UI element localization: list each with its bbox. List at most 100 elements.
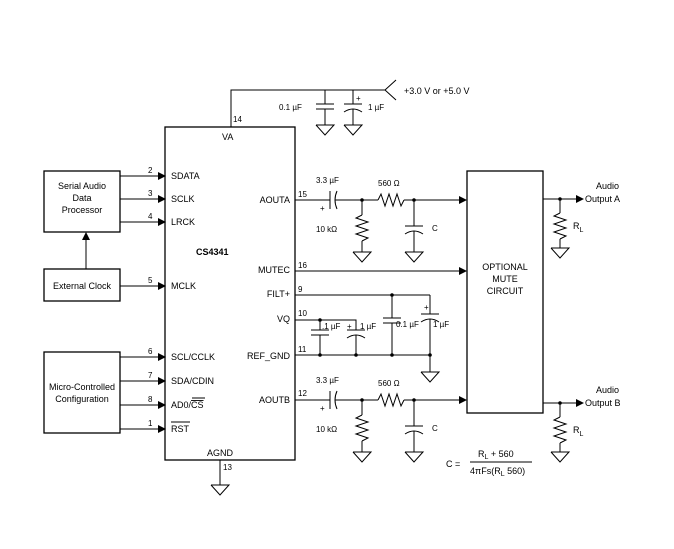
pin-num-3: 3 — [148, 189, 153, 198]
pin-num-15: 15 — [298, 190, 307, 199]
pin-ref-gnd-label: REF_GND — [247, 351, 291, 361]
output-a-line1: Audio — [596, 181, 619, 191]
pin-num-13: 13 — [223, 463, 232, 472]
bias-b-label: 10 kΩ — [316, 425, 337, 434]
pin-aoutb-label: AOUTB — [259, 395, 290, 405]
pin-scl-cclk-label: SCL/CCLK — [171, 352, 215, 362]
formula-denominator: 4πFs(RL 560) — [470, 466, 525, 478]
pin-num-5: 5 — [148, 276, 153, 285]
pin-rst-label: RST — [171, 424, 190, 434]
rl-b-label: RL — [573, 425, 584, 438]
res-b-label: 560 Ω — [378, 379, 400, 388]
cap-b-plus: + — [320, 404, 325, 413]
external-clock-label: External Clock — [53, 281, 112, 291]
resistor-b-10k — [354, 414, 370, 442]
output-b-line2: Output B — [585, 398, 621, 408]
cap-c-b-label: C — [432, 424, 438, 433]
vq-cap2-plus: + — [347, 322, 352, 331]
bias-a-label: 10 kΩ — [316, 225, 337, 234]
wire-vq — [295, 319, 321, 330]
cs4341-chip-outline — [164, 126, 296, 461]
pin-num-2: 2 — [148, 166, 153, 175]
pin-ad0-label: AD0/CS — [171, 400, 204, 410]
filt-cap1-label: 0.1 µF — [396, 320, 419, 329]
cap-a-plus: + — [320, 204, 325, 213]
pin-filt-label: FILT+ — [267, 289, 290, 299]
ground-icon — [315, 124, 336, 136]
pin-num-8: 8 — [148, 395, 153, 404]
vq-cap1-label: .1 µF — [322, 322, 341, 331]
pin-va-label: VA — [222, 132, 233, 142]
pin-num-10: 10 — [298, 309, 307, 318]
pin-lrck-label: LRCK — [171, 217, 195, 227]
node-ref3 — [390, 353, 394, 357]
node-ref1 — [318, 353, 322, 357]
node-ref2 — [354, 353, 358, 357]
pin-aouta-label: AOUTA — [260, 195, 290, 205]
wire-va-supply — [230, 89, 385, 127]
resistor-b-560 — [377, 392, 405, 408]
output-a-line2: Output A — [585, 194, 620, 204]
pin-sda-cdin-label: SDA/CDIN — [171, 376, 214, 386]
serial-audio-line1: Serial Audio — [58, 181, 106, 191]
mute-line1: OPTIONAL — [482, 262, 528, 272]
wire-vq2 — [320, 319, 357, 330]
ground-icon — [352, 251, 373, 263]
node-ref4 — [428, 353, 432, 357]
pin-mutec-label: MUTEC — [258, 265, 290, 275]
pin-num-16: 16 — [298, 261, 307, 270]
filt-cap2-label: 1 µF — [433, 320, 449, 329]
micro-config-line2: Configuration — [55, 394, 109, 404]
mute-circuit-block — [466, 170, 544, 414]
pin-sdata-label: SDATA — [171, 171, 200, 181]
supply-arrow-icon — [384, 79, 397, 101]
pin-num-7: 7 — [148, 371, 153, 380]
pin-num-9: 9 — [298, 285, 303, 294]
pin-vq-label: VQ — [277, 314, 290, 324]
cap-b-label: 3.3 µF — [316, 376, 339, 385]
ground-icon — [343, 124, 364, 136]
ground-icon — [210, 484, 231, 496]
formula-numerator: RL + 560 — [478, 449, 514, 461]
pin-num-11: 11 — [298, 345, 307, 354]
resistor-rl-b — [552, 416, 568, 444]
output-b-line1: Audio — [596, 385, 619, 395]
node-vq — [318, 318, 322, 322]
supply-cap1-label: 0.1 µF — [279, 103, 302, 112]
pin-mclk-label: MCLK — [171, 281, 196, 291]
cap-a-label: 3.3 µF — [316, 176, 339, 185]
ground-icon — [420, 371, 441, 383]
rl-a-label: RL — [573, 221, 584, 234]
supply-cap2-label: 1 µF — [368, 103, 384, 112]
serial-audio-line2: Data — [72, 193, 91, 203]
pin-agnd-label: AGND — [207, 448, 234, 458]
mute-line3: CIRCUIT — [487, 286, 524, 296]
ground-icon — [404, 451, 425, 463]
external-clock-block — [43, 268, 121, 302]
ground-icon — [352, 451, 373, 463]
ground-icon — [550, 247, 571, 259]
pin-num-6: 6 — [148, 347, 153, 356]
pin-sclk-label: SCLK — [171, 194, 195, 204]
supply-voltage: +3.0 V or +5.0 V — [404, 86, 470, 96]
supply-cap2-plus: + — [356, 94, 361, 103]
vq-cap2-label: 1 µF — [360, 322, 376, 331]
ground-icon — [550, 451, 571, 463]
micro-config-block — [43, 351, 121, 434]
filt-cap2-plus: + — [424, 303, 429, 312]
formula-lhs: C = — [446, 459, 460, 469]
resistor-a-10k — [354, 214, 370, 242]
resistor-rl-a — [552, 212, 568, 240]
chip-name: CS4341 — [196, 247, 229, 257]
pin-num-14: 14 — [233, 115, 242, 124]
micro-config-line1: Micro-Controlled — [49, 382, 115, 392]
pin-num-1: 1 — [148, 419, 153, 428]
ground-icon — [404, 251, 425, 263]
mute-line2: MUTE — [492, 274, 518, 284]
pin-num-12: 12 — [298, 389, 307, 398]
serial-audio-line3: Processor — [62, 205, 103, 215]
res-a-label: 560 Ω — [378, 179, 400, 188]
resistor-a-560 — [377, 192, 405, 208]
cap-c-a-label: C — [432, 224, 438, 233]
